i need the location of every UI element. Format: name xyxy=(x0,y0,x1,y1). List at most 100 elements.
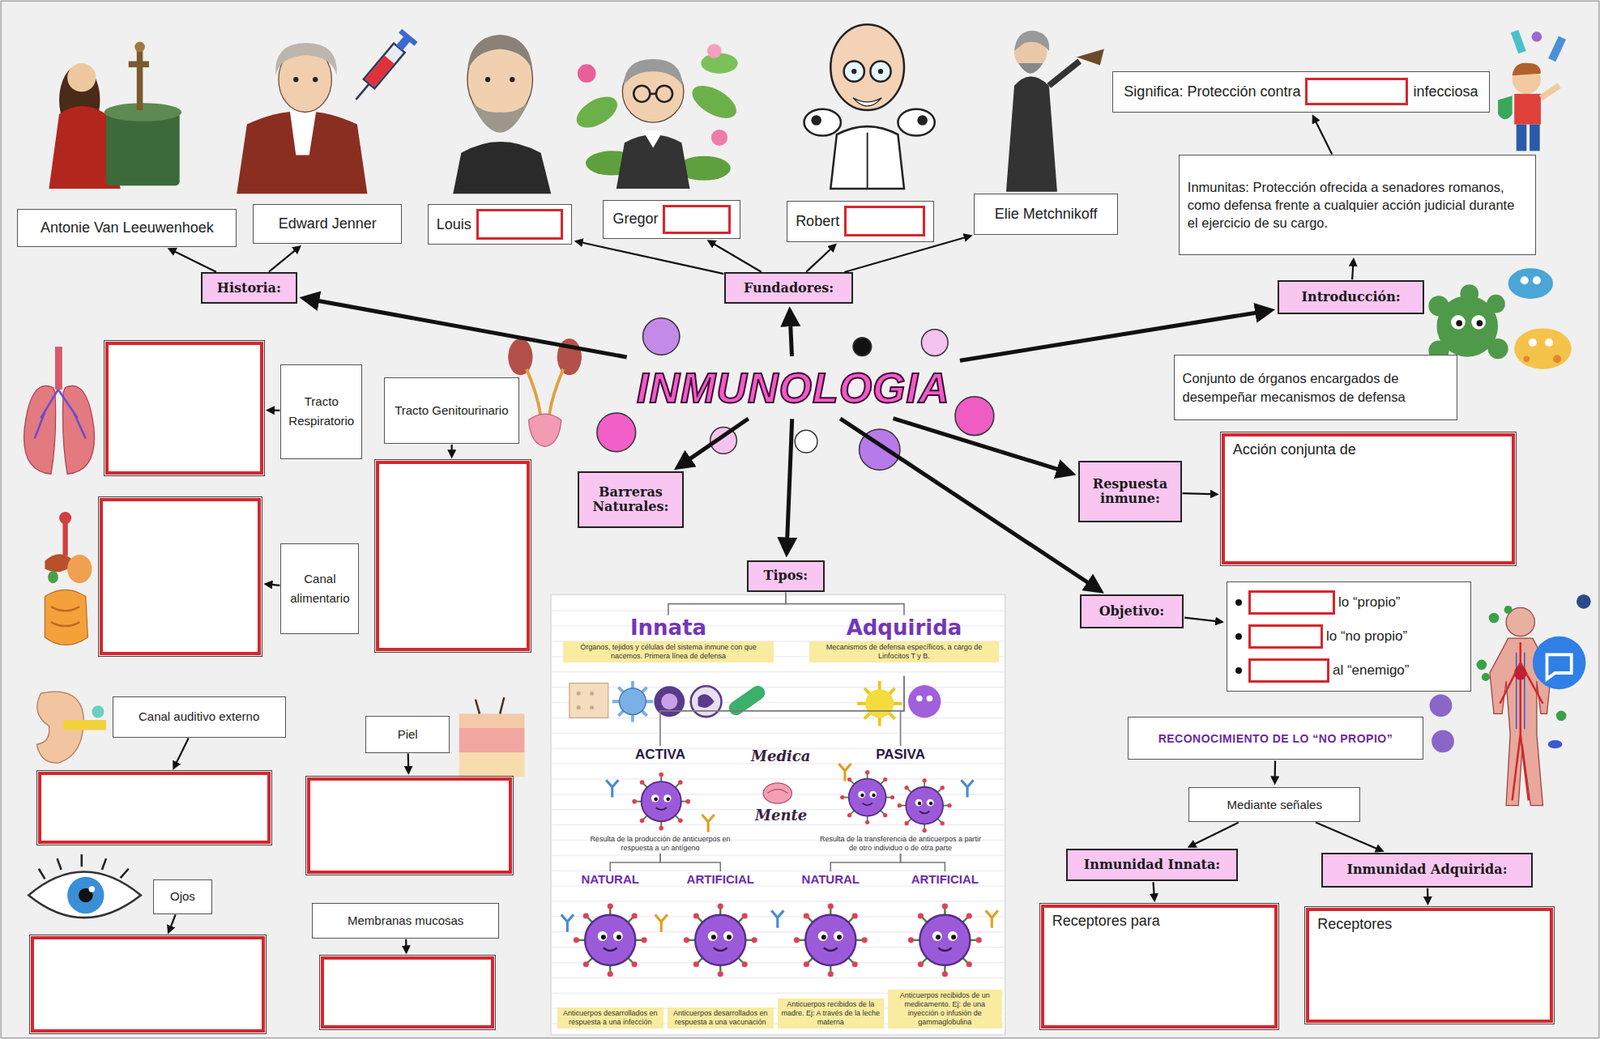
name-box: Gregor xyxy=(602,200,741,239)
digestive-icon-part xyxy=(47,571,59,584)
types-infographic-part xyxy=(605,780,619,798)
types-infographic-part xyxy=(865,689,894,718)
blank-field xyxy=(1248,590,1336,615)
node-text: Fundadores: xyxy=(743,281,834,296)
name-box: Significa: Protección contrainfecciosa xyxy=(1112,71,1490,112)
jenner-portrait-part xyxy=(275,42,338,76)
skin-icon xyxy=(459,697,525,777)
node-text: RECONOCIMIENTO DE LO “NO PROPIO” xyxy=(1158,732,1394,746)
boy-icon-part xyxy=(1514,93,1541,125)
type-box: NATURALAnticuerpos recibidos de la madre… xyxy=(777,872,884,1029)
eye-icon-part xyxy=(38,854,129,879)
types-infographic-part xyxy=(573,903,648,978)
decor-circles-part xyxy=(955,396,995,436)
syringe-icon-part xyxy=(398,29,418,47)
node-text: Conjunto de órganos encargados de desemp… xyxy=(1182,369,1449,406)
types-infographic xyxy=(550,594,1006,1036)
types-infographic-part xyxy=(612,681,653,722)
types-infographic-part xyxy=(576,691,594,711)
type-description: Anticuerpos desarrollados en respuesta a… xyxy=(557,1007,664,1029)
blank-field xyxy=(1305,77,1408,106)
node-text: lo “no propio” xyxy=(1326,628,1408,645)
node-text: Canal alimentario xyxy=(284,569,355,609)
leeuwenhoek-portrait-part xyxy=(106,111,180,186)
connector xyxy=(407,754,410,768)
connector xyxy=(1153,882,1155,895)
pasteur-portrait-part xyxy=(452,141,551,194)
connector xyxy=(840,418,1089,584)
types-infographic-part xyxy=(985,910,999,928)
pasteur-portrait xyxy=(452,34,551,194)
name-box: Edward Jenner xyxy=(252,204,402,244)
list-row: lo “propio” xyxy=(1235,590,1401,615)
chat-button-part xyxy=(1532,636,1586,690)
connector xyxy=(1315,823,1378,850)
koch-portrait-part xyxy=(830,24,905,111)
node-text: Antonie Van Leeuwenhoek xyxy=(40,219,214,237)
anatomy-figure-part-part xyxy=(1476,660,1488,671)
microbe-icons-part xyxy=(1455,320,1463,327)
syringe-icon xyxy=(348,29,419,107)
microbe-icons-part xyxy=(1544,338,1554,347)
node-text: Receptores xyxy=(1317,916,1392,934)
node-text: Acción conjunta de xyxy=(1233,441,1357,459)
connector xyxy=(317,300,628,358)
eye-icon-part xyxy=(28,872,141,919)
answer-box: Receptores para xyxy=(1041,904,1278,1029)
decor-circles-part xyxy=(921,329,948,357)
node-text: Piel xyxy=(397,725,419,745)
node-text: Inmunidad Innata: xyxy=(1083,857,1221,873)
objective-list: lo “propio”lo “no propio”al “enemigo” xyxy=(1226,581,1472,692)
node-text: Mediante señales xyxy=(1226,795,1323,815)
types-infographic-part-part xyxy=(589,691,594,696)
node-text: Tracto Respiratorio xyxy=(284,392,359,431)
boy-icon-part xyxy=(1510,29,1527,54)
barrier-box: Tracto Respiratorio xyxy=(280,364,363,460)
type-description: Anticuerpos recibidos de un medicamento.… xyxy=(887,989,1003,1029)
bullet-dot xyxy=(1235,599,1242,606)
jenner-portrait-part xyxy=(312,76,318,82)
topic-box: Inmunidad Adquirida: xyxy=(1321,853,1533,888)
microbe-icons-part xyxy=(1520,276,1529,285)
type-box: ARTIFICIALAnticuerpos recibidos de un me… xyxy=(887,872,1003,1029)
connector xyxy=(713,243,762,273)
connector xyxy=(176,738,189,764)
koch-portrait-part xyxy=(878,68,884,74)
connector xyxy=(1184,618,1216,622)
connector xyxy=(451,444,453,452)
skin-icon-part xyxy=(459,752,525,777)
node-text: Inmunidad Adquirida: xyxy=(1346,862,1507,878)
topic-box: Respuesta inmune: xyxy=(1078,460,1182,523)
ear-icon-part xyxy=(63,720,107,731)
mendel-portrait-part xyxy=(700,52,738,73)
node-text: Tracto Genitourinario xyxy=(394,401,508,421)
types-infographic-part xyxy=(550,594,1006,1036)
metchnikoff-portrait-part xyxy=(1006,76,1058,192)
digestive-icon xyxy=(44,512,92,645)
connector xyxy=(1426,888,1430,898)
urinary-icon-part xyxy=(528,413,561,447)
mendel-portrait-part xyxy=(633,85,650,103)
anatomy-figure-part xyxy=(1514,665,1527,681)
lungs-icon-part xyxy=(24,385,56,474)
barrier-box: Membranas mucosas xyxy=(311,903,500,939)
bullet-dot xyxy=(1235,667,1242,675)
boy-icon-part xyxy=(1529,124,1541,152)
node-text: Gregor xyxy=(612,210,658,228)
topic-box: Historia: xyxy=(200,272,297,304)
syringe-icon-part xyxy=(365,55,395,88)
connector xyxy=(660,676,905,747)
type-heading: ARTIFICIAL xyxy=(686,872,755,887)
eye-icon-part xyxy=(67,877,104,914)
type-heading: NATURAL xyxy=(802,872,860,887)
answer-box xyxy=(307,777,512,875)
answer-box: Acción conjunta de xyxy=(1221,433,1516,564)
decor-circles-part xyxy=(643,318,680,355)
logo-text: Mente xyxy=(755,806,807,824)
decor-circles-part xyxy=(853,337,872,357)
microbe-icons-part xyxy=(1523,355,1531,363)
blank-field xyxy=(1248,658,1330,683)
blank-field xyxy=(662,204,731,235)
answer-box: Receptores xyxy=(1305,908,1554,1024)
